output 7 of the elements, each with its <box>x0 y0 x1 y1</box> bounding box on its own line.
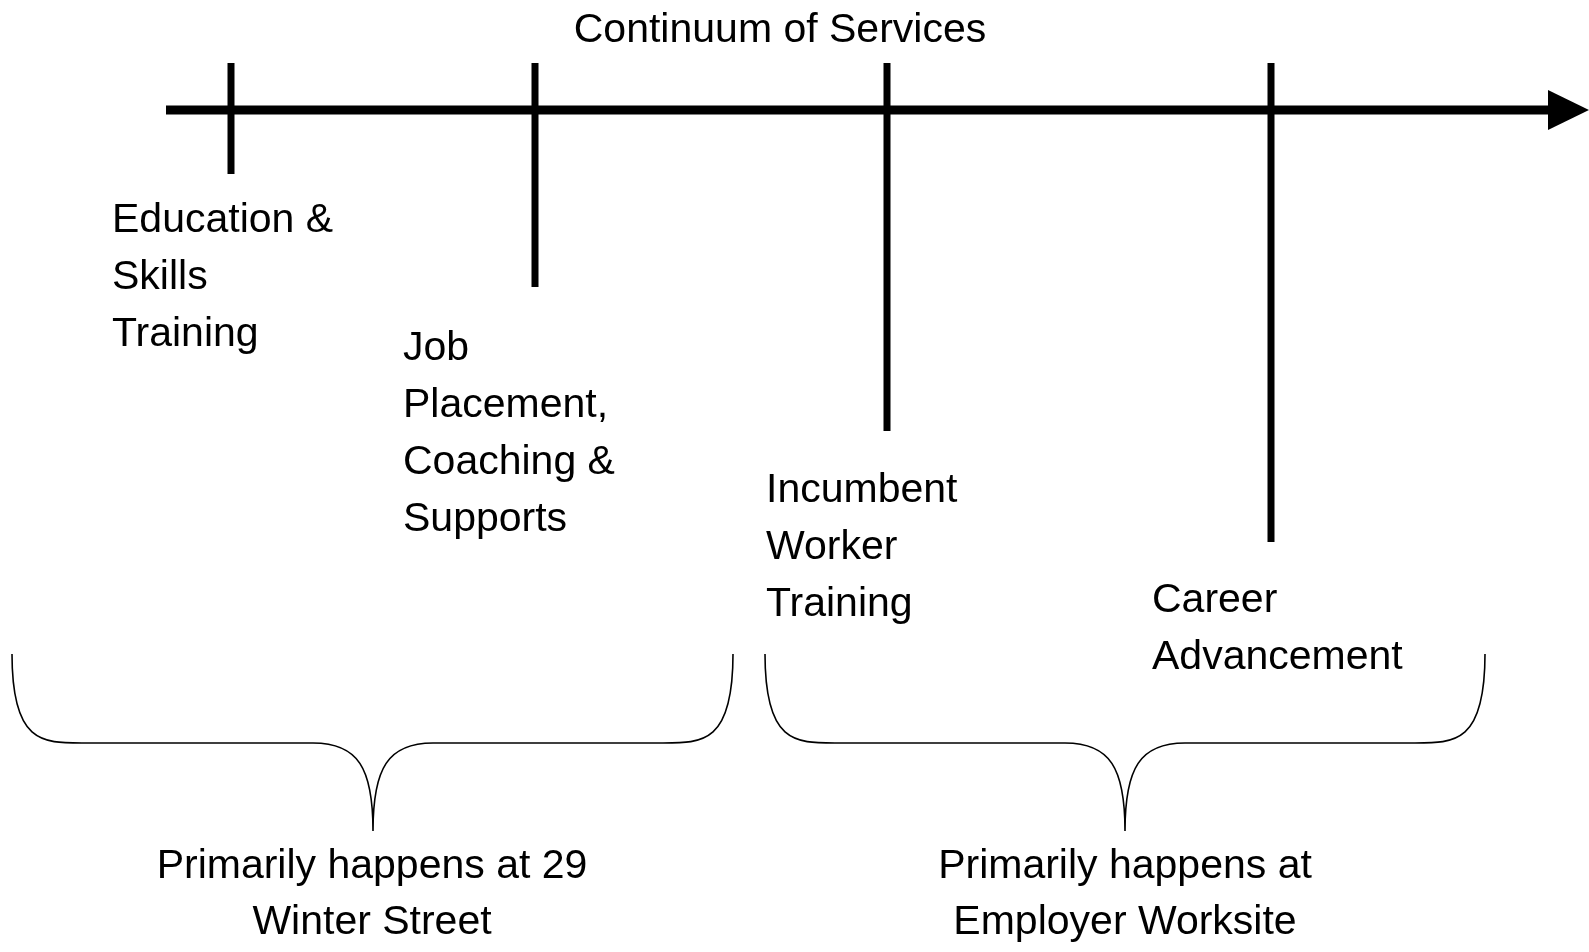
service-stage-label: Incumbent Worker Training <box>766 464 959 627</box>
location-note: Primarily happens at Employer Worksite <box>937 840 1313 945</box>
service-stage-label: Education & Skills Training <box>112 194 335 357</box>
service-stage-label: Career Advancement <box>1152 574 1404 680</box>
service-stage-label: Job Placement, Coaching & Supports <box>403 322 616 542</box>
title: Continuum of Services <box>572 4 988 53</box>
location-note: Primarily happens at 29 Winter Street <box>155 840 589 945</box>
